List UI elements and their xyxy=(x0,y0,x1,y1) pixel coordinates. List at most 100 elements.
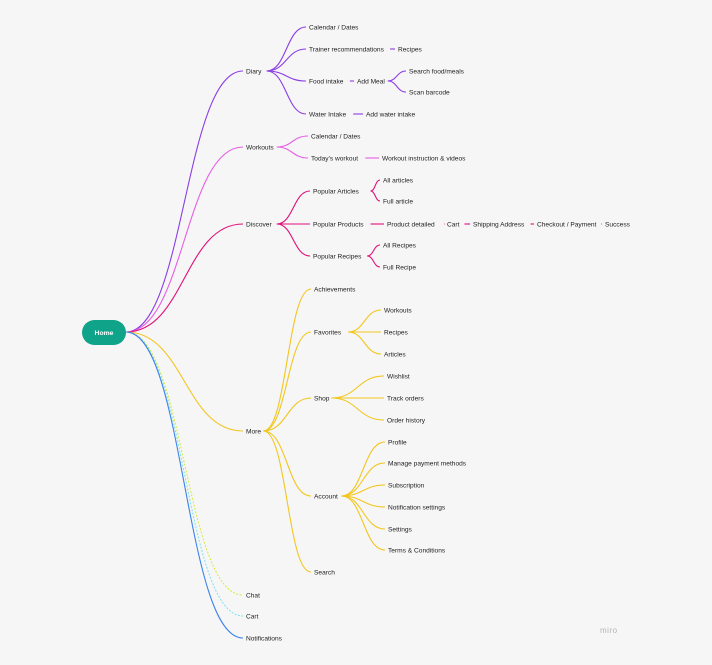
connector-discover xyxy=(125,223,244,333)
node-diary-calendar[interactable]: Calendar / Dates xyxy=(309,24,359,31)
node-discover-shipping[interactable]: Shipping Address xyxy=(473,221,525,228)
node-label-discover-full-article: Full article xyxy=(383,198,413,205)
node-more-fav-workouts[interactable]: Workouts xyxy=(384,307,412,314)
node-label-workouts-calendar: Calendar / Dates xyxy=(311,133,361,140)
node-diary-add-water[interactable]: Add water intake xyxy=(366,111,415,118)
node-label-more-fav-articles: Articles xyxy=(384,351,406,358)
node-label-cart: Cart xyxy=(246,613,259,620)
node-workouts-calendar[interactable]: Calendar / Dates xyxy=(311,133,361,140)
connector-more-account xyxy=(263,430,312,497)
node-label-more-track: Track orders xyxy=(387,395,424,402)
node-more-notification-settings[interactable]: Notification settings xyxy=(388,504,446,511)
connector-discover-recipes xyxy=(276,223,311,257)
connector-discover-all-recipes xyxy=(367,244,381,257)
connector-more-fav-workouts xyxy=(348,309,382,333)
node-diary-trainer[interactable]: Trainer recommendations xyxy=(309,46,385,53)
node-more-shop[interactable]: Shop xyxy=(314,395,330,402)
node-notifications[interactable]: Notifications xyxy=(246,635,283,642)
node-label-workouts: Workouts xyxy=(246,144,274,151)
node-discover-cart[interactable]: Cart xyxy=(447,221,460,228)
connector-discover-full-recipe xyxy=(367,255,381,268)
root-node[interactable]: Home xyxy=(82,320,126,345)
node-discover[interactable]: Discover xyxy=(246,221,272,228)
node-more-wishlist[interactable]: Wishlist xyxy=(387,373,410,380)
node-label-chat: Chat xyxy=(246,592,260,599)
node-cart[interactable]: Cart xyxy=(246,613,259,620)
node-chat[interactable]: Chat xyxy=(246,592,260,599)
node-diary-water[interactable]: Water Intake xyxy=(309,111,346,118)
node-workouts-instruction[interactable]: Workout instruction & videos xyxy=(382,155,466,162)
node-more-history[interactable]: Order history xyxy=(387,417,426,424)
node-more-terms[interactable]: Terms & Conditions xyxy=(388,547,446,554)
node-label-more-subscription: Subscription xyxy=(388,482,425,489)
mind-map-connectors xyxy=(125,26,602,639)
node-label-diary-add-meal: Add Meal xyxy=(357,78,385,85)
node-label-more: More xyxy=(246,428,261,435)
node-more-subscription[interactable]: Subscription xyxy=(388,482,425,489)
node-diary[interactable]: Diary xyxy=(246,68,262,75)
node-label-more-terms: Terms & Conditions xyxy=(388,547,446,554)
connector-more-favorites xyxy=(263,331,312,432)
root-label: Home xyxy=(95,330,114,337)
node-label-discover-full-recipe: Full Recipe xyxy=(383,264,416,271)
node-discover-full-recipe[interactable]: Full Recipe xyxy=(383,264,416,271)
node-label-more-history: Order history xyxy=(387,417,426,424)
connector-cart xyxy=(125,331,244,617)
node-label-diary: Diary xyxy=(246,68,262,75)
node-more-achievements[interactable]: Achievements xyxy=(314,286,356,293)
node-label-more-settings: Settings xyxy=(388,526,413,533)
node-label-discover-articles: Popular Articles xyxy=(313,188,360,195)
node-more-track[interactable]: Track orders xyxy=(387,395,424,402)
node-more-account[interactable]: Account xyxy=(314,493,338,500)
node-discover-checkout[interactable]: Checkout / Payment xyxy=(537,221,597,228)
node-workouts-today[interactable]: Today's workout xyxy=(311,155,358,162)
node-more-search[interactable]: Search xyxy=(314,569,335,576)
node-discover-product-detailed[interactable]: Product detailed xyxy=(387,221,435,228)
node-discover-recipes[interactable]: Popular Recipes xyxy=(313,253,362,260)
node-discover-all-recipes[interactable]: All Recipes xyxy=(383,242,417,249)
node-label-workouts-instruction: Workout instruction & videos xyxy=(382,155,466,162)
node-discover-full-article[interactable]: Full article xyxy=(383,198,413,205)
node-diary-search-food[interactable]: Search food/meals xyxy=(409,68,465,75)
connector-more xyxy=(125,331,244,432)
node-discover-success[interactable]: Success xyxy=(605,221,631,228)
node-more[interactable]: More xyxy=(246,428,261,435)
connector-diary-search-food xyxy=(387,70,407,82)
connector-more-search xyxy=(263,430,312,573)
node-label-diary-add-water: Add water intake xyxy=(366,111,415,118)
node-more-fav-articles[interactable]: Articles xyxy=(384,351,406,358)
node-label-more-search: Search xyxy=(314,569,335,576)
node-more-payment[interactable]: Manage payment methods xyxy=(388,460,467,467)
node-discover-products[interactable]: Popular Products xyxy=(313,221,364,228)
node-label-more-shop: Shop xyxy=(314,395,330,402)
node-label-workouts-today: Today's workout xyxy=(311,155,358,162)
node-more-favorites[interactable]: Favorites xyxy=(314,329,342,336)
node-label-discover-success: Success xyxy=(605,221,631,228)
node-diary-food[interactable]: Food intake xyxy=(309,78,344,85)
node-discover-articles[interactable]: Popular Articles xyxy=(313,188,360,195)
connector-chat xyxy=(125,331,244,596)
node-diary-add-meal[interactable]: Add Meal xyxy=(357,78,385,85)
connector-diary xyxy=(125,70,244,333)
node-diary-scan[interactable]: Scan barcode xyxy=(409,89,450,96)
miro-watermark: miro xyxy=(600,626,618,635)
connector-notifications xyxy=(125,331,244,639)
node-workouts[interactable]: Workouts xyxy=(246,144,274,151)
connector-workouts-today xyxy=(276,146,309,159)
node-label-diary-calendar: Calendar / Dates xyxy=(309,24,359,31)
node-label-more-achievements: Achievements xyxy=(314,286,356,293)
node-label-discover-shipping: Shipping Address xyxy=(473,221,525,228)
node-more-profile[interactable]: Profile xyxy=(388,439,407,446)
node-diary-recipes[interactable]: Recipes xyxy=(398,46,423,53)
node-label-discover-all-articles: All articles xyxy=(383,177,414,184)
node-label-more-fav-workouts: Workouts xyxy=(384,307,412,314)
connector-more-achievements xyxy=(263,288,312,432)
connector-diary-calendar xyxy=(266,26,307,72)
node-more-settings[interactable]: Settings xyxy=(388,526,413,533)
connector-more-terms xyxy=(341,495,386,551)
node-more-fav-recipes[interactable]: Recipes xyxy=(384,329,409,336)
connector-diary-scan xyxy=(387,80,407,93)
node-discover-all-articles[interactable]: All articles xyxy=(383,177,414,184)
node-label-discover-cart: Cart xyxy=(447,221,460,228)
